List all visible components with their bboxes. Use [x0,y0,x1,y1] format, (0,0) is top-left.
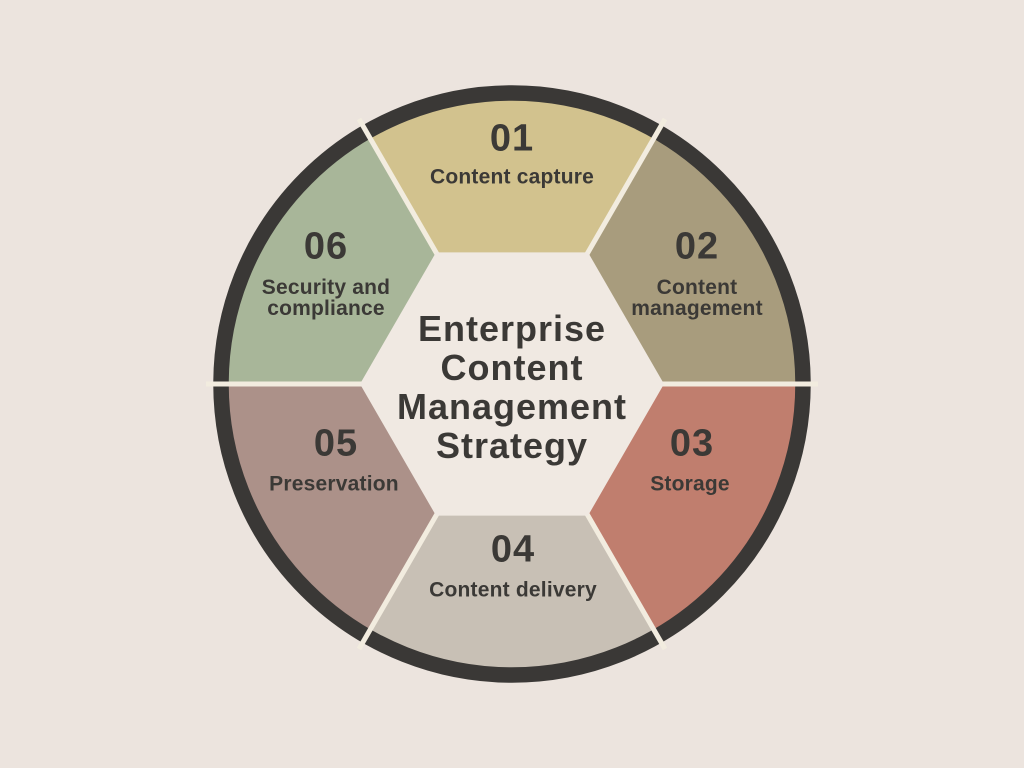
center-hexagon [360,252,664,516]
segment-04-label: Content delivery [429,578,597,602]
segment-01-wedge [366,91,658,385]
title-line: Strategy [435,425,589,466]
title-line: Content [440,347,584,388]
segment-01-number: 01 [489,117,535,160]
title-line: Enterprise [417,308,607,349]
segment-02-number: 02 [674,225,720,268]
segment-06-number: 06 [303,225,349,268]
segment-03-label: Storage [650,472,730,496]
segment-04-number: 04 [490,528,536,571]
segment-06-label: Security and compliance [261,276,391,320]
segment-01-label: Content capture [429,165,595,189]
segment-04-wedge [366,384,658,677]
segment-03-number: 03 [669,422,715,465]
title-line: Management [396,386,628,427]
segment-05-label: Preservation [269,472,399,496]
segment-02-label: Content management [631,276,763,320]
segment-05-number: 05 [313,422,359,465]
diagram-center-title: Enterprise Content Management Strategy [397,309,627,465]
